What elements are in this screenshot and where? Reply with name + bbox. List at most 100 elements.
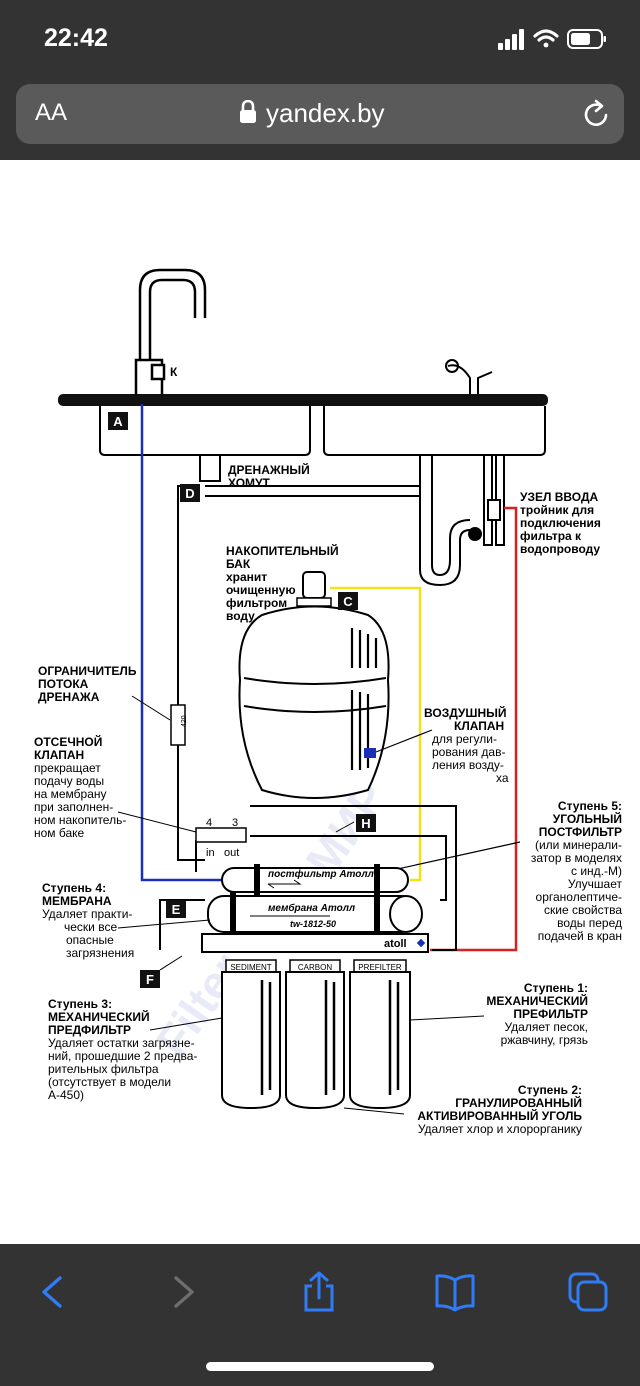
stage4-line: чески все	[64, 920, 117, 934]
stage5-line: Ступень 5:	[558, 799, 622, 813]
share-icon	[304, 1271, 334, 1312]
stage4-line: Ступень 4:	[42, 881, 106, 895]
stage2-line: Удаляет хлор и хлорорганику	[418, 1122, 582, 1136]
chevron-right-icon	[174, 1276, 194, 1308]
shutoff-line: ном баке	[34, 826, 85, 840]
valve-in: in	[206, 847, 215, 859]
stage3-line: МЕХАНИЧЕСКИЙ	[48, 1009, 150, 1024]
address-bar[interactable]: AA yandex.by	[16, 84, 624, 144]
postfilter-label: постфильтр Атолл	[268, 868, 375, 880]
stage1-line: ржавчину, грязь	[501, 1033, 588, 1047]
filter-manifold: atoll	[201, 933, 429, 953]
inlet-label: УЗЕЛ ВВОДА тройник для подключения фильт…	[520, 490, 601, 556]
back-button[interactable]	[30, 1270, 74, 1314]
housing-label: SEDIMENT	[230, 963, 271, 972]
marker-c-letter: C	[343, 594, 353, 609]
drain-clamp-line: ХОМУТ	[228, 476, 270, 490]
signal-icon	[498, 29, 524, 50]
brand-label: atoll	[384, 938, 407, 950]
chevron-left-icon	[42, 1276, 62, 1308]
drain-tube	[177, 485, 186, 820]
stage5-line: ПОСТФИЛЬТР	[539, 825, 622, 839]
flow-limiter-value: 420	[181, 715, 188, 727]
stage3-line: ний, прошедшие 2 предва-	[48, 1049, 197, 1063]
book-icon	[435, 1274, 475, 1312]
marker-d-letter: D	[185, 486, 194, 501]
lock-icon	[238, 99, 258, 129]
marker-a-letter: A	[113, 414, 123, 429]
air-valve-line: ления возду-	[432, 758, 504, 772]
tank-label-line: БАК	[226, 557, 251, 571]
postfilter: постфильтр Атолл	[221, 864, 409, 896]
drain-pipe	[199, 454, 482, 587]
stage4-line: МЕМБРАНА	[42, 894, 112, 908]
marker-e: E	[166, 900, 186, 918]
canister-sediment: SEDIMENT	[221, 959, 281, 1110]
inlet-tee	[483, 454, 505, 546]
inlet-label-line: водопроводу	[520, 542, 600, 556]
stage5-line: ские свойства	[544, 903, 622, 917]
shutoff-line: КЛАПАН	[34, 748, 84, 762]
stage5-line: Улучшает	[568, 877, 623, 891]
valve-port-3: 3	[232, 817, 238, 829]
text-size-button[interactable]: AA	[35, 99, 67, 127]
tabs-button[interactable]	[566, 1270, 610, 1314]
page-content: Filter МИР К ДРЕНАЖНЫЙ ХОМУТ УЗ	[0, 160, 640, 1244]
stage5-line: органолептиче-	[536, 890, 622, 904]
stage3-line: А-450)	[48, 1088, 84, 1102]
stage1-line: Удаляет песок,	[504, 1020, 588, 1034]
stage5-line: (или минерали-	[535, 838, 622, 852]
stage5-line: воды перед	[557, 916, 622, 930]
air-valve-line: КЛАПАН	[454, 719, 504, 733]
filter-installation-diagram: Filter МИР К ДРЕНАЖНЫЙ ХОМУТ УЗ	[34, 268, 623, 1136]
stage1-line: ПРЕФИЛЬТР	[513, 1007, 588, 1021]
home-indicator	[206, 1362, 434, 1371]
bookmarks-button[interactable]	[433, 1270, 477, 1314]
marker-c: C	[338, 592, 358, 610]
inlet-label-line: тройник для	[520, 503, 594, 517]
sink-tap	[445, 359, 493, 394]
reload-icon[interactable]	[580, 98, 612, 135]
bottom-toolbar	[0, 1244, 640, 1386]
stage4-line: загрязнения	[66, 946, 134, 960]
stage3-line: Ступень 3:	[48, 997, 112, 1011]
flow-limiter-label: ОГРАНИЧИТЕЛЬ ПОТОКА ДРЕНАЖА	[38, 664, 137, 704]
stage2-line: АКТИВИРОВАННЫЙ УГОЛЬ	[417, 1108, 582, 1123]
marker-a: A	[108, 412, 128, 430]
membrane-housing: мембрана Атолл tw-1812-50	[207, 892, 423, 936]
housing-label: CARBON	[298, 963, 332, 972]
flow-limiter-line: ДРЕНАЖА	[38, 690, 100, 704]
stage5-line: УГОЛЬНЫЙ	[553, 811, 622, 826]
tank-label-line: фильтром	[226, 596, 287, 610]
blue-tube	[140, 404, 225, 882]
flow-limiter-line: ОГРАНИЧИТЕЛЬ	[38, 664, 137, 678]
shutoff-line: прекращает	[34, 761, 101, 775]
inlet-label-line: подключения	[520, 516, 601, 530]
url-domain[interactable]: yandex.by	[266, 98, 385, 128]
membrane-label: мембрана Атолл	[268, 902, 356, 914]
stage2-label: Ступень 2: ГРАНУЛИРОВАННЫЙ АКТИВИРОВАННЫ…	[417, 1083, 582, 1136]
tank-label: НАКОПИТЕЛЬНЫЙ БАК хранит очищенную фильт…	[226, 543, 339, 623]
yellow-tube	[330, 586, 422, 882]
stage4-label: Ступень 4: МЕМБРАНА Удаляет практи- ческ…	[42, 881, 134, 960]
shutoff-valve: 4 3 in out	[195, 817, 247, 859]
marker-d: D	[180, 484, 200, 502]
stage3-line: ПРЕДФИЛЬТР	[48, 1023, 131, 1037]
shutoff-line: на мембрану	[34, 787, 107, 801]
canister-carbon: CARBON	[285, 959, 345, 1110]
membrane-model: tw-1812-50	[290, 919, 336, 929]
air-valve-line: для регули-	[432, 732, 497, 746]
forward-button[interactable]	[162, 1270, 206, 1314]
stage4-line: Удаляет практи-	[42, 907, 132, 921]
faucet-label: К	[170, 365, 178, 379]
address-bar-area: AA yandex.by	[0, 78, 640, 160]
inlet-label-line: фильтра к	[520, 529, 582, 543]
stage5-label: Ступень 5: УГОЛЬНЫЙ ПОСТФИЛЬТР (или мине…	[531, 799, 623, 943]
shutoff-line: ОТСЕЧНОЙ	[34, 734, 102, 749]
stage1-line: МЕХАНИЧЕСКИЙ	[486, 993, 588, 1008]
stage3-line: рительных фильтра	[48, 1062, 159, 1076]
text-size-label: AA	[35, 99, 68, 126]
stage4-line: опасные	[66, 933, 114, 947]
share-button[interactable]	[297, 1270, 341, 1314]
shutoff-line: подачу воды	[34, 774, 104, 788]
